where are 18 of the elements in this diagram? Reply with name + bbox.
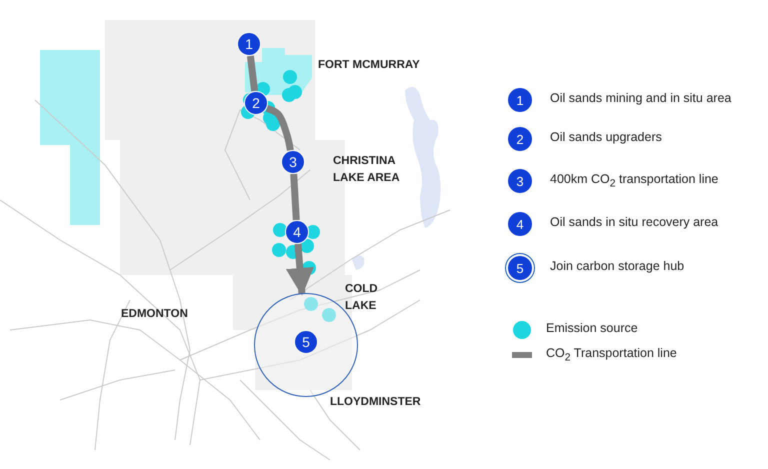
- legend-text: Oil sands in situ recovery area: [550, 215, 718, 229]
- pipeline-arrow: [286, 244, 314, 296]
- place-label: CHRISTINA LAKE AREA: [333, 154, 401, 186]
- legend-text: Oil sands upgraders: [550, 130, 662, 144]
- legend-text: Join carbon storage hub: [550, 259, 684, 273]
- legend-number-marker: 3: [508, 169, 532, 193]
- place-label: COLD LAKE: [345, 282, 379, 314]
- place-label: FORT MCMURRAY: [318, 58, 420, 73]
- place-label: EDMONTON: [121, 307, 188, 322]
- legend-text: Emission source: [546, 321, 638, 335]
- legend-text: 400km CO$_{2}$ transportation line: [550, 172, 718, 190]
- legend-number-marker: 2: [508, 127, 532, 151]
- legend-number-marker: 4: [508, 212, 532, 236]
- legend-text: Oil sands mining and in situ area: [550, 91, 732, 105]
- place-label: LLOYDMINSTER: [330, 395, 421, 410]
- legend-text: CO$_{2}$ Transportation line: [546, 346, 677, 364]
- legend-number-marker: 5: [508, 256, 532, 280]
- legend-number-marker: 1: [508, 88, 532, 112]
